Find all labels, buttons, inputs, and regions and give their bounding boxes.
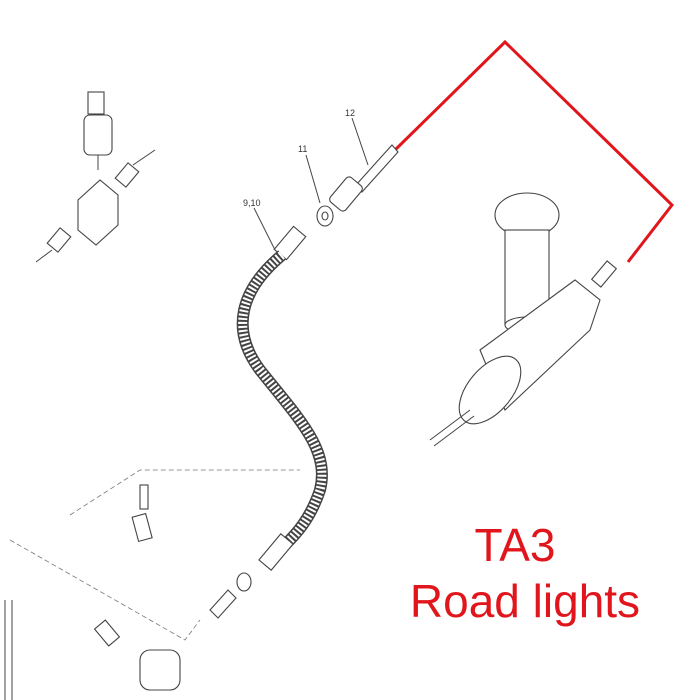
lower-fittings bbox=[4, 600, 181, 700]
leader-line bbox=[351, 117, 369, 166]
assembly-outline bbox=[69, 469, 300, 516]
pipe-nut bbox=[590, 260, 618, 288]
caption-subtitle: Road lights bbox=[409, 575, 641, 627]
caption-title: TA3 bbox=[474, 519, 556, 571]
washer-hole bbox=[321, 211, 329, 221]
part-12-pipe-fitting bbox=[329, 144, 399, 212]
part-label-12: 12 bbox=[345, 108, 355, 118]
part-label-11: 11 bbox=[298, 144, 307, 154]
assembly-outline bbox=[9, 539, 201, 641]
brake-light-switch bbox=[83, 91, 113, 170]
part-9-10-flexible-hose bbox=[209, 225, 328, 619]
leader-line bbox=[305, 154, 321, 204]
master-cylinder bbox=[429, 192, 601, 447]
bleed-nipple bbox=[131, 484, 153, 543]
part-label-9-10: 9,10 bbox=[243, 198, 261, 208]
highlighted-brake-pipe bbox=[393, 39, 675, 263]
leader-line bbox=[253, 207, 276, 251]
t-piece bbox=[35, 149, 156, 263]
